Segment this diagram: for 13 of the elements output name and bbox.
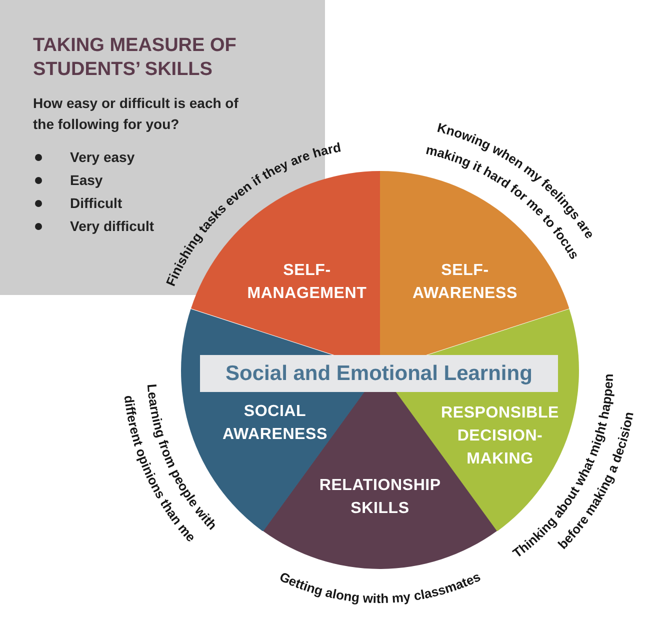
segment-label: RELATIONSHIP SKILLS	[319, 476, 441, 519]
answer-option: Very easy	[70, 148, 135, 166]
answer-option: Difficult	[70, 194, 122, 212]
segment-label: SOCIAL AWARENESS	[222, 402, 328, 445]
survey-question: How easy or difficult is each of the following for you?	[33, 94, 240, 134]
segment-label: SELF-AWARENESS	[412, 261, 518, 304]
panel-heading: TAKING MEASURE OF STUDENTS’ SKILLS	[33, 34, 238, 82]
answer-option: Very difficult	[70, 217, 154, 235]
banner-heading: Social and Emotional Learning	[226, 362, 532, 386]
answer-option: Easy	[70, 171, 103, 189]
center-banner	[200, 355, 558, 392]
segment-label: RESPONSIBLE DECISION-MAKING	[441, 403, 559, 470]
segment-label: SELF-MANAGEMENT	[247, 261, 367, 304]
